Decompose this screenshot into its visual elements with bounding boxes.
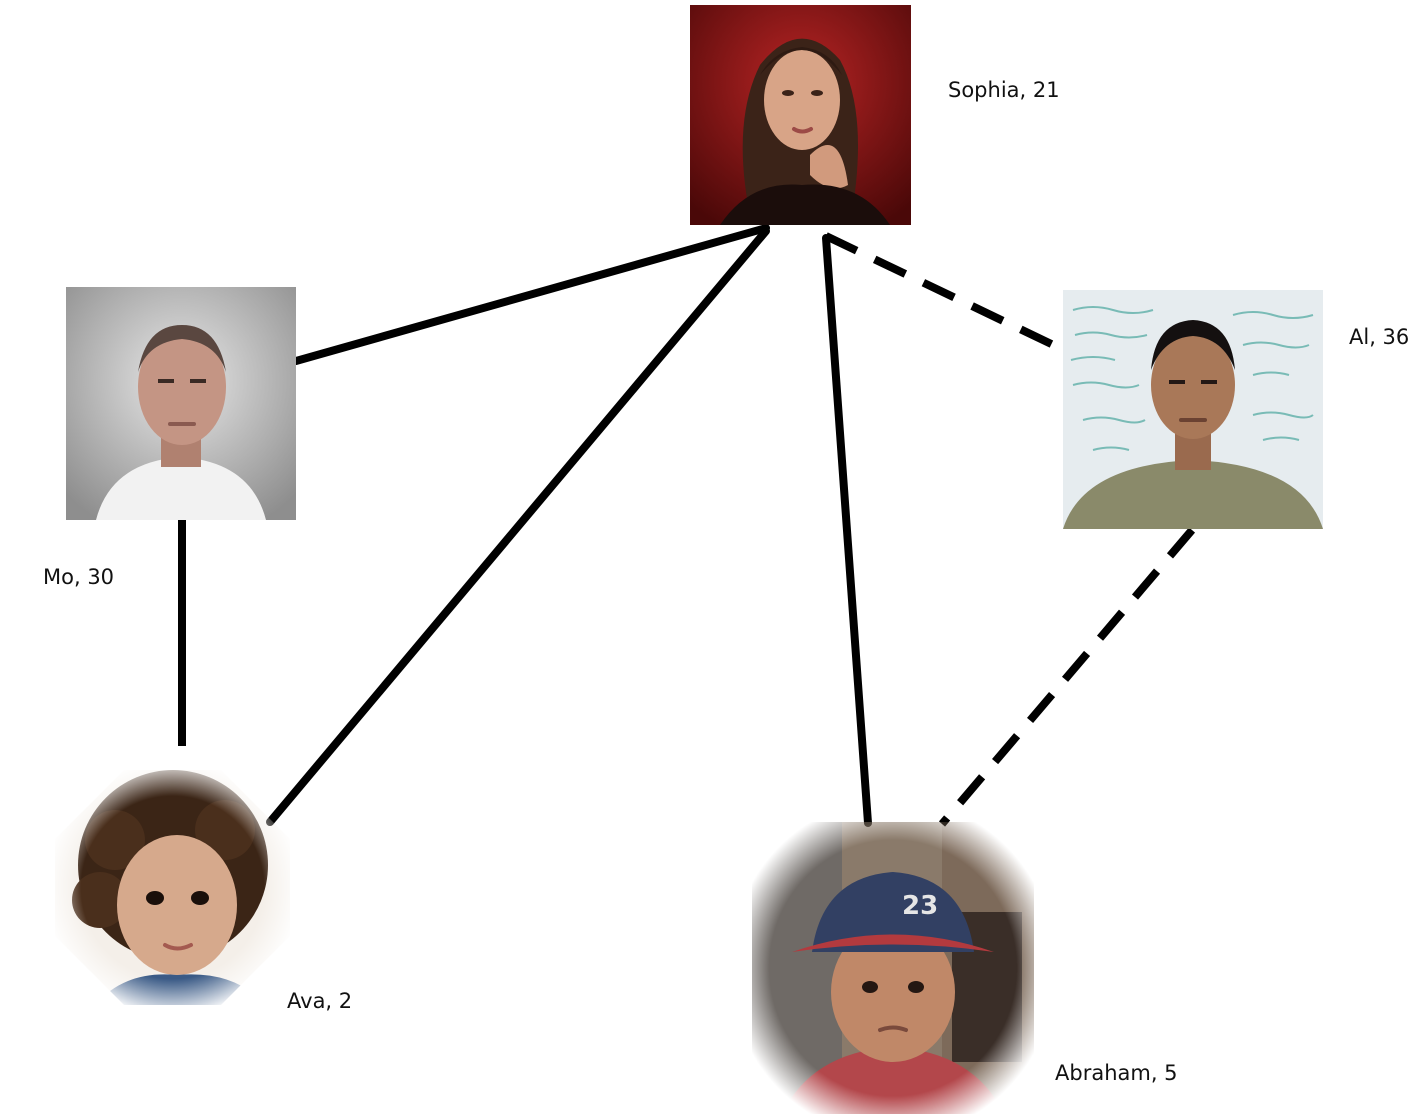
man-portrait-icon (66, 287, 296, 520)
person-label-sophia: Sophia, 21 (948, 78, 1060, 102)
man-whiteboard-portrait-icon (1063, 290, 1323, 529)
woman-portrait-icon (690, 5, 911, 225)
man-whiteboard-portrait-photo (1063, 290, 1323, 529)
link-sophia-abraham (822, 234, 872, 827)
child-cap-portrait-photo: 23 (752, 822, 1034, 1114)
link-al-abraham (938, 527, 1196, 827)
svg-text:23: 23 (902, 891, 938, 921)
woman-portrait-photo (690, 5, 911, 225)
toddler-portrait-icon (54, 770, 290, 1005)
toddler-portrait-photo (6, 721, 338, 1053)
person-label-mo: Mo, 30 (43, 565, 115, 589)
person-label-al: Al, 36 (1349, 325, 1410, 349)
link-sophia-mo (292, 224, 770, 365)
child-cap-portrait-icon: 23 (752, 822, 1034, 1114)
link-sophia-ava (266, 227, 770, 826)
person-label-ava: Ava, 2 (287, 989, 353, 1013)
link-sophia-al (824, 232, 1070, 356)
man-portrait-photo (66, 287, 296, 520)
person-label-abraham: Abraham, 5 (1055, 1061, 1178, 1085)
